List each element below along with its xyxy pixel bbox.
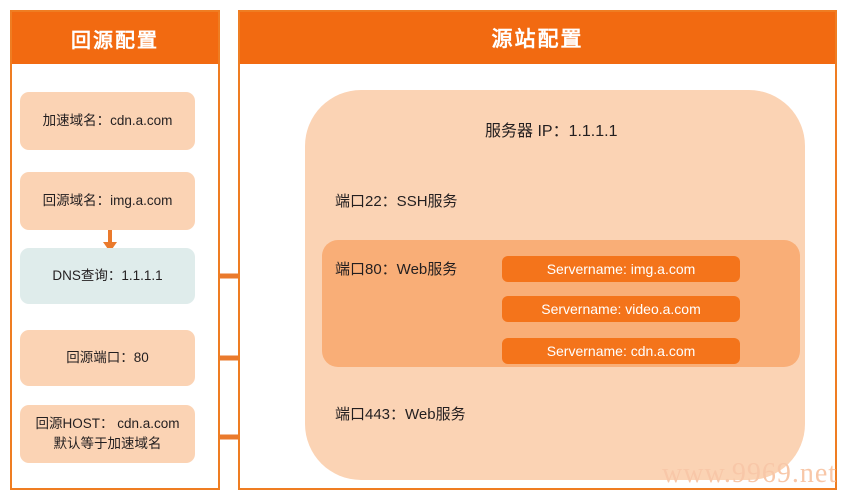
down-arrow-head-icon <box>103 242 117 252</box>
left-panel-title: 回源配置 <box>12 12 218 64</box>
box-dns-query[interactable]: DNS查询：1.1.1.1 <box>20 248 195 304</box>
origin-domain-text: 回源域名：img.a.com <box>42 193 173 209</box>
port22-label: 端口22：SSH服务 <box>335 193 458 210</box>
right-panel-title: 源站配置 <box>240 12 835 64</box>
servername-cdn-text: Servername: cdn.a.com <box>546 343 696 359</box>
box-accel-domain[interactable]: 加速域名：cdn.a.com <box>20 92 195 150</box>
origin-host-line1: 回源HOST： cdn.a.com <box>35 416 180 432</box>
servername-chip-cdn[interactable]: Servername: cdn.a.com <box>502 338 740 364</box>
box-origin-host[interactable]: 回源HOST： cdn.a.com 默认等于加速域名 <box>20 405 195 463</box>
accel-domain-text: 加速域名：cdn.a.com <box>42 113 173 129</box>
origin-port-text: 回源端口：80 <box>66 350 149 366</box>
servername-chip-video[interactable]: Servername: video.a.com <box>502 296 740 322</box>
origin-host-line2: 默认等于加速域名 <box>53 436 162 451</box>
port443-label: 端口443：Web服务 <box>335 406 466 423</box>
box-origin-port[interactable]: 回源端口：80 <box>20 330 195 386</box>
down-arrow-shaft-icon <box>108 230 112 244</box>
server-ip-label: 服务器 IP：1.1.1.1 <box>485 123 618 140</box>
port80-label: 端口80：Web服务 <box>335 261 458 278</box>
servername-chip-img[interactable]: Servername: img.a.com <box>502 256 740 282</box>
servername-img-text: Servername: img.a.com <box>546 261 696 277</box>
watermark: www.9969.net <box>662 458 838 489</box>
box-origin-domain[interactable]: 回源域名：img.a.com <box>20 172 195 230</box>
dns-query-text: DNS查询：1.1.1.1 <box>52 268 163 284</box>
servername-video-text: Servername: video.a.com <box>541 301 701 317</box>
